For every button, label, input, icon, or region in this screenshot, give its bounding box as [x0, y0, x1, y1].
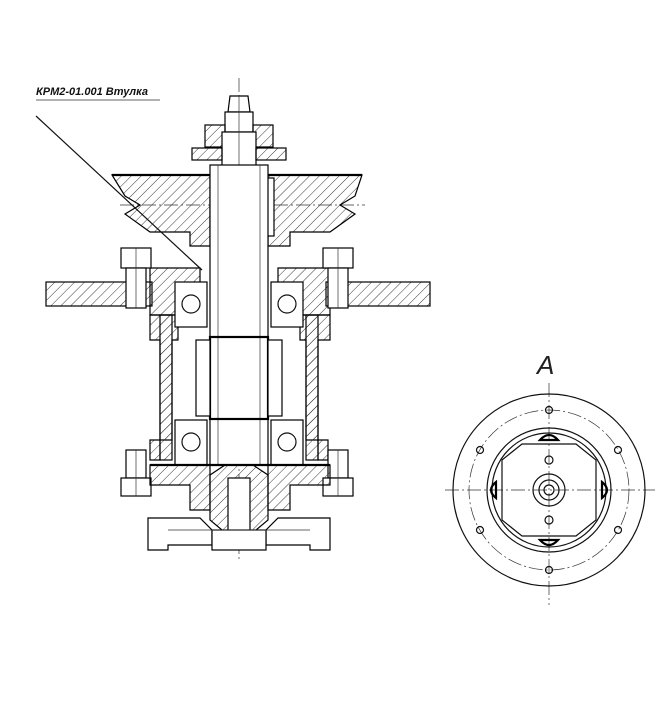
grease-nipple: [204, 95, 274, 169]
bolt-holes: [475, 405, 623, 575]
housing-body: [149, 314, 331, 461]
upper-bolts: [120, 247, 354, 309]
bump-left: [489, 479, 498, 501]
part-callout-label: КРМ2-01.001 Втулка: [36, 86, 148, 98]
inner-hole-bottom: [544, 515, 554, 525]
blade-holder: [147, 517, 331, 551]
bump-bottom: [537, 538, 561, 547]
callout-leader: [35, 115, 203, 271]
bolt-circle: [468, 409, 630, 571]
shaft: [209, 164, 269, 466]
lower-bearing: [174, 419, 304, 466]
bump-right: [600, 479, 609, 501]
hub-middle: [538, 479, 560, 501]
bump-top: [537, 433, 561, 442]
hub-outer: [532, 473, 566, 507]
hub-hole: [543, 484, 555, 496]
blade-holder-outline: [501, 443, 597, 537]
view-a: [445, 383, 655, 605]
bottom-cover: [149, 463, 331, 511]
view-a-label: A: [537, 350, 555, 380]
housing-outline: [486, 427, 612, 553]
outer-flange: [452, 393, 646, 587]
inner-hole-top: [544, 455, 554, 465]
upper-bearing: [174, 281, 304, 328]
top-nut: [191, 147, 287, 161]
section-view: [35, 78, 431, 560]
hub-nut: [209, 464, 269, 536]
spacer-sleeve: [195, 335, 283, 421]
